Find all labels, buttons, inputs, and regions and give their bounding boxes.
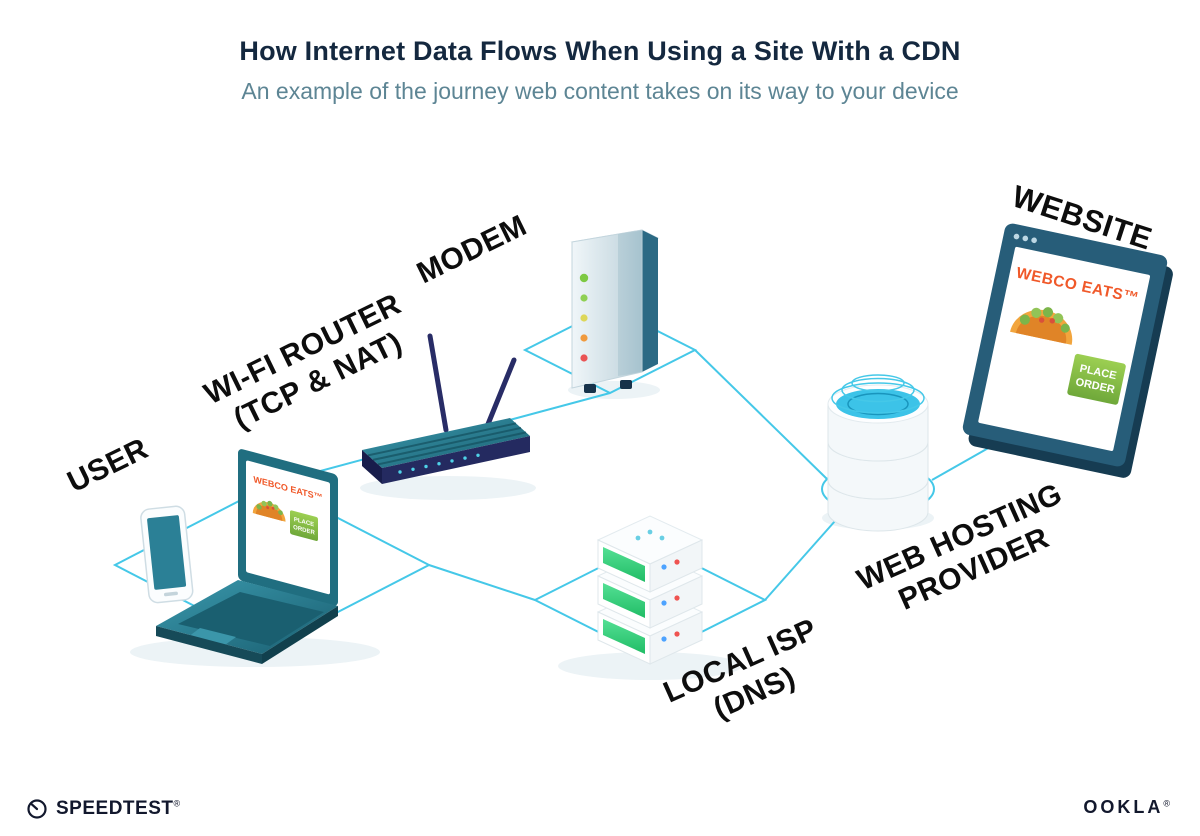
ookla-trademark: ® xyxy=(1163,798,1170,809)
router-antenna-right xyxy=(481,357,517,437)
hosting-database-illustration xyxy=(827,374,929,532)
speedtest-text: SPEEDTEST xyxy=(56,798,174,819)
header: How Internet Data Flows When Using a Sit… xyxy=(0,36,1200,105)
ookla-logo: OOKLA® xyxy=(1083,797,1170,818)
website-browser-illustration: WEBCO EATS™ PLACE ORDER xyxy=(962,223,1173,478)
water-ripple-rings xyxy=(831,374,925,414)
speedtest-trademark: ® xyxy=(173,798,181,809)
modem-to-hosting-line xyxy=(694,349,828,480)
user-to-isp-line xyxy=(428,564,536,601)
ookla-wordmark: OOKLA xyxy=(1083,797,1164,817)
place-order-button xyxy=(1067,353,1126,405)
isp-to-hosting-line xyxy=(764,511,844,601)
wifi-router-illustration xyxy=(362,333,530,484)
isp-server-illustration xyxy=(596,515,704,665)
speedtest-gauge-icon xyxy=(27,799,47,819)
modem-illustration xyxy=(570,229,660,393)
phone-illustration xyxy=(140,505,194,604)
router-antenna-left xyxy=(427,333,449,433)
page-title: How Internet Data Flows When Using a Sit… xyxy=(239,36,961,66)
browser-window-dots xyxy=(1013,233,1037,244)
speedtest-wordmark: SPEEDTEST® xyxy=(56,798,181,820)
speedtest-logo: SPEEDTEST® xyxy=(26,798,181,820)
page-subtitle: An example of the journey web content ta… xyxy=(241,78,959,104)
laptop-illustration: WEBCO EATS™ PLACE ORDER xyxy=(140,449,338,664)
